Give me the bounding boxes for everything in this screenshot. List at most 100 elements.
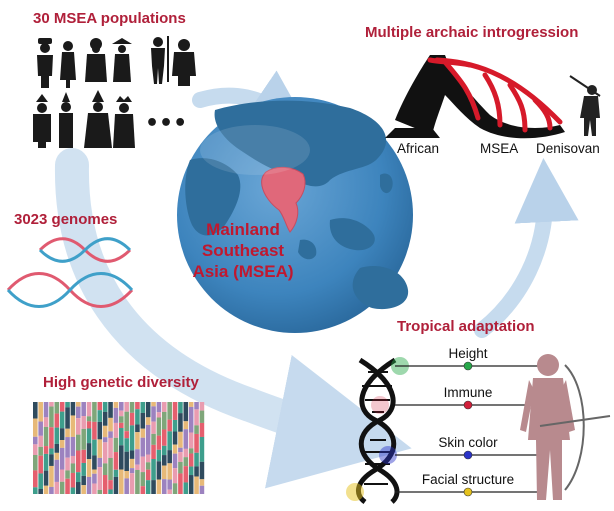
diversity-bar-segment — [183, 448, 189, 458]
diversity-bar-segment — [54, 402, 60, 414]
diversity-bar-segment — [151, 406, 156, 422]
denisovan-figure-icon — [569, 75, 601, 136]
diversity-bar-segment — [54, 452, 60, 460]
diversity-bar-segment — [38, 421, 43, 436]
diversity-bar-segment — [124, 411, 129, 432]
diversity-bar-segment — [151, 433, 156, 445]
diversity-bar-segment — [199, 479, 205, 486]
diversity-bar-segment — [59, 411, 65, 429]
diversity-bar-segment — [76, 450, 81, 473]
diversity-bar-segment — [167, 463, 172, 480]
diversity-bar-segment — [167, 419, 172, 432]
diversity-bar-segment — [183, 482, 189, 494]
diversity-bar-segment — [124, 431, 129, 439]
diversity-bar-segment — [86, 428, 92, 444]
globe: Mainland Southeast Asia (MSEA) — [177, 97, 413, 333]
diversity-bar-segment — [194, 433, 199, 453]
diversity-bar-segment — [86, 402, 92, 417]
diversity-bar-segment — [167, 431, 172, 451]
diversity-bar-segment — [129, 458, 135, 469]
diversity-bar-segment — [70, 455, 76, 464]
diversity-bar-segment — [43, 417, 49, 427]
diversity-bar-segment — [97, 467, 103, 490]
diversity-bar-segment — [70, 402, 76, 416]
trait-marker — [463, 450, 473, 460]
arrow-left-down — [54, 148, 412, 489]
diversity-bar-segment — [119, 410, 124, 417]
diversity-bar-segment — [167, 402, 172, 420]
diversity-bar-segment — [54, 427, 60, 444]
globe-label-line-3: Asia (MSEA) — [192, 262, 293, 281]
diversity-bar-segment — [183, 466, 189, 483]
diversity-bar-segment — [65, 402, 70, 408]
diversity-bar-plot — [33, 402, 205, 494]
diversity-bar-segment — [124, 478, 129, 494]
diversity-bar-segment — [162, 465, 167, 480]
diversity-bar-segment — [81, 402, 86, 417]
diversity-bar-segment — [33, 402, 38, 419]
diversity-bar-segment — [108, 431, 113, 438]
diversity-bar-segment — [178, 413, 183, 432]
diversity-bar-segment — [102, 411, 108, 426]
diversity-bar-segment — [81, 485, 86, 494]
diversity-bar-segment — [167, 479, 172, 490]
diversity-bar-segment — [183, 457, 189, 467]
diversity-bar-segment — [38, 455, 43, 474]
diversity-bar-segment — [97, 489, 103, 494]
diversity-bar-segment — [199, 402, 205, 411]
landmasses — [185, 100, 409, 310]
diversity-bar-segment — [59, 440, 65, 448]
diversity-bar-segment — [92, 469, 97, 474]
diversity-bar-segment — [59, 481, 65, 494]
diversity-bar-segment — [151, 421, 156, 434]
diversity-bar-segment — [59, 447, 65, 470]
trait-label: Immune — [444, 385, 493, 400]
diversity-bar-segment — [33, 454, 38, 471]
diversity-bar-segment — [124, 438, 129, 452]
diversity-bar-segment — [135, 432, 140, 450]
diversity-bar-segment — [188, 402, 194, 407]
diversity-bar-segment — [183, 421, 189, 430]
diversity-bar-segment — [188, 432, 194, 449]
diversity-bar-segment — [43, 446, 49, 454]
diversity-bar-segment — [86, 476, 92, 494]
diversity-bar-segment — [129, 425, 135, 451]
diversity-bar-segment — [76, 406, 81, 419]
diversity-bar-segment — [129, 473, 135, 494]
diversity-bar-segment — [140, 472, 146, 487]
diversity-bar-segment — [194, 452, 199, 467]
diversity-bar-segment — [172, 483, 178, 494]
person-icon — [59, 92, 73, 148]
diversity-bar-segment — [108, 402, 113, 418]
trait-label: Facial structure — [422, 472, 514, 487]
person-icon — [113, 96, 135, 148]
diversity-bar-segment — [140, 486, 146, 494]
diversity-bar-segment — [38, 435, 43, 447]
diversity-bar-segment — [108, 480, 113, 490]
diversity-bar-segment — [113, 407, 119, 423]
person-icon — [172, 39, 196, 86]
trait-label: Skin color — [438, 435, 498, 450]
diversity-bar-segment — [108, 417, 113, 432]
diversity-bar-segment — [135, 469, 140, 494]
diversity-bar-segment — [92, 439, 97, 456]
diversity-bar-segment — [43, 402, 49, 418]
globe-label-line-2: Southeast — [202, 241, 285, 260]
diversity-bar-segment — [156, 435, 162, 450]
diversity-bar-segment — [145, 402, 151, 418]
diversity-bar-segment — [156, 412, 162, 418]
diversity-bar-segment — [156, 402, 162, 413]
diversity-bar-segment — [102, 442, 108, 464]
diversity-bar-segment — [119, 469, 124, 494]
diversity-bar-segment — [162, 429, 167, 446]
tree-root — [385, 128, 440, 138]
diversity-bar-segment — [172, 453, 178, 469]
diversity-bar-segment — [65, 407, 70, 429]
diversity-bar-segment — [140, 402, 146, 413]
diversity-bar-segment — [162, 479, 167, 494]
diversity-bar-segment — [140, 412, 146, 429]
diversity-bar-segment — [49, 406, 54, 428]
diversity-bar-segment — [97, 402, 103, 411]
